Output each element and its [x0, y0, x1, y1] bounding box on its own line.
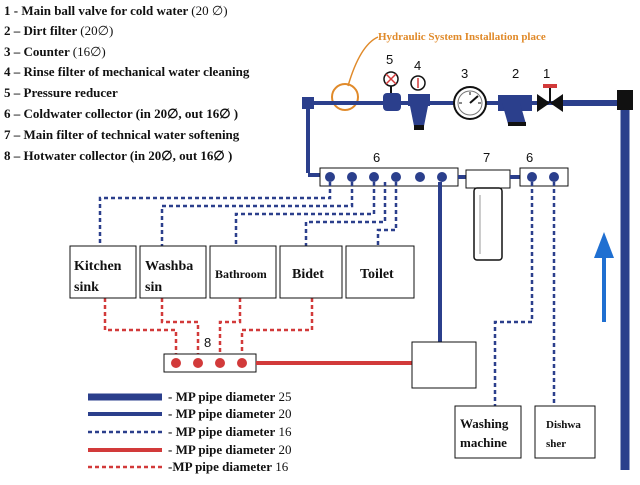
fixture-bidet: Bidet [279, 245, 343, 299]
component-legend: 1 - Main ball valve for cold water (20 ∅… [4, 3, 250, 163]
pipe-legend-label-3: - MP pipe diameter 16 [168, 424, 292, 439]
component-number-2: 2 [512, 66, 519, 81]
riser-tee [617, 90, 633, 110]
legend-item-8: 8 – Hotwater collector (in 20∅, out 16∅ … [4, 148, 232, 163]
install-place-leader [347, 36, 379, 87]
rinse-filter [408, 75, 430, 130]
legend-item-7: 7 – Main filter of technical water softe… [4, 127, 240, 142]
pipe-elbow [302, 97, 314, 109]
legend-item-1: 1 - Main ball valve for cold water (20 ∅… [4, 3, 228, 18]
svg-text:Kitchen: Kitchen [74, 259, 122, 274]
install-place-label: Hydraulic System Installation place [378, 31, 546, 43]
svg-text:sink: sink [74, 280, 99, 295]
cold-distribution-lines [98, 182, 556, 406]
pipe-legend-label-2: - MP pipe diameter 20 [168, 406, 291, 421]
component-number-7: 7 [483, 150, 490, 165]
component-number-6b: 6 [526, 150, 533, 165]
component-number-1: 1 [543, 66, 550, 81]
fixture-toilet: Toilet [345, 245, 415, 299]
legend-item-2: 2 – Dirt filter (20∅) [4, 23, 113, 38]
svg-text:sin: sin [145, 280, 162, 295]
cold-collector-right [519, 167, 569, 187]
svg-text:Washing: Washing [460, 416, 509, 431]
fixture-washing-machine: Washing machine [454, 405, 522, 459]
pipe-legend-label-5: -MP pipe diameter 16 [168, 459, 289, 474]
water-heater [411, 341, 477, 389]
svg-text:machine: machine [460, 435, 507, 450]
pressure-reducer [383, 71, 401, 111]
component-number-4: 4 [414, 58, 421, 73]
fixture-dishwasher: Dishwa sher [534, 405, 596, 459]
flow-arrow [594, 232, 614, 322]
component-number-3: 3 [461, 66, 468, 81]
component-number-8: 8 [204, 335, 211, 350]
legend-item-5: 5 – Pressure reducer [4, 85, 118, 100]
legend-item-6: 6 – Coldwater collector (in 20∅, out 16∅… [4, 106, 238, 121]
svg-text:Dishwa: Dishwa [546, 419, 581, 431]
svg-text:Bathroom: Bathroom [215, 267, 267, 281]
pipe-legend-label-1: - MP pipe diameter 25 [168, 389, 291, 404]
cold-collector-left [319, 167, 459, 187]
softening-filter [465, 169, 511, 261]
component-number-6a: 6 [373, 150, 380, 165]
fixture-kitchen-sink: Kitchen sink [69, 245, 137, 299]
svg-text:sher: sher [546, 438, 566, 450]
hot-distribution-lines [103, 298, 314, 354]
svg-text:Toilet: Toilet [360, 267, 394, 282]
component-number-5: 5 [386, 52, 393, 67]
fixture-bathroom: Bathroom [209, 245, 277, 299]
svg-text:Washba: Washba [145, 259, 193, 274]
svg-text:Bidet: Bidet [292, 267, 324, 282]
dirt-filter [498, 95, 532, 126]
install-place-circle [331, 83, 359, 111]
water-counter [453, 86, 487, 120]
legend-item-4: 4 – Rinse filter of mechanical water cle… [4, 64, 250, 79]
fixture-washbasin: Washba sin [139, 245, 207, 299]
hot-collector [163, 353, 257, 373]
ball-valve [537, 84, 563, 112]
pipe-legend-label-4: - MP pipe diameter 20 [168, 442, 291, 457]
pipe-legend: - MP pipe diameter 25 - MP pipe diameter… [88, 389, 292, 474]
legend-item-3: 3 – Counter (16∅) [4, 44, 106, 59]
